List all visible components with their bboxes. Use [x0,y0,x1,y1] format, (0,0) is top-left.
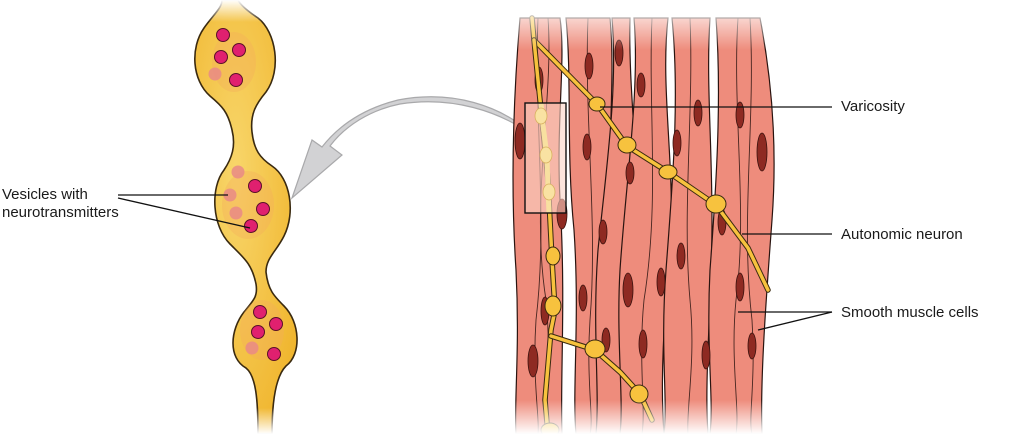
magnified-region-box [524,102,567,214]
vesicles-label: Vesicles with neurotransmitters [2,186,119,222]
vesicles-leader-lines [117,194,251,229]
smooth-muscle-tissue [505,0,785,434]
enlarged-varicosity-axon [180,0,298,434]
vesicles-middle [223,165,270,233]
smooth-muscle-cells-label: Smooth muscle cells [841,304,979,321]
varicosity-label: Varicosity [841,98,905,115]
vesicles-bottom [245,305,283,361]
vesicles-top [208,28,246,87]
right-leader-lines [600,106,833,331]
magnification-arrow [290,96,537,200]
vesicles-label-line1: Vesicles with [2,186,88,203]
autonomic-neuron-label: Autonomic neuron [841,226,963,243]
vesicles-label-line2: neurotransmitters [2,204,119,221]
